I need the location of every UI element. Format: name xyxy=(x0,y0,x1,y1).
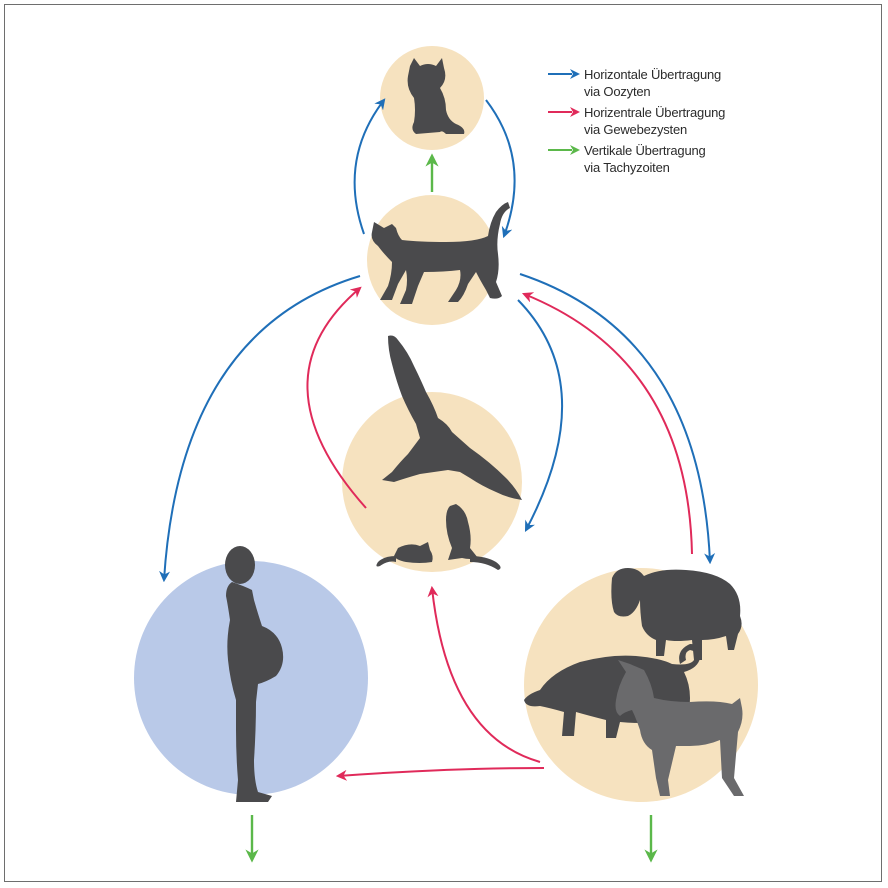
legend: Horizontale Übertragung via Oozyten Hori… xyxy=(548,66,788,180)
legend-label: Horizontale Übertragung xyxy=(548,66,788,83)
legend-label: Horizentrale Übertragung xyxy=(548,104,788,121)
blue-arrow-icon xyxy=(548,68,582,80)
legend-sublabel: via Oozyten xyxy=(548,83,788,100)
legend-item-tachyzoites: Vertikale Übertragung via Tachyzoiten xyxy=(548,142,788,176)
legend-item-tissue-cysts: Horizentrale Übertragung via Gewebezyste… xyxy=(548,104,788,138)
green-arrow-icon xyxy=(548,144,582,156)
legend-item-oocysts: Horizontale Übertragung via Oozyten xyxy=(548,66,788,100)
pink-arrow-icon xyxy=(548,106,582,118)
legend-sublabel: via Tachyzoiten xyxy=(548,159,788,176)
legend-sublabel: via Gewebezysten xyxy=(548,121,788,138)
legend-label: Vertikale Übertragung xyxy=(548,142,788,159)
